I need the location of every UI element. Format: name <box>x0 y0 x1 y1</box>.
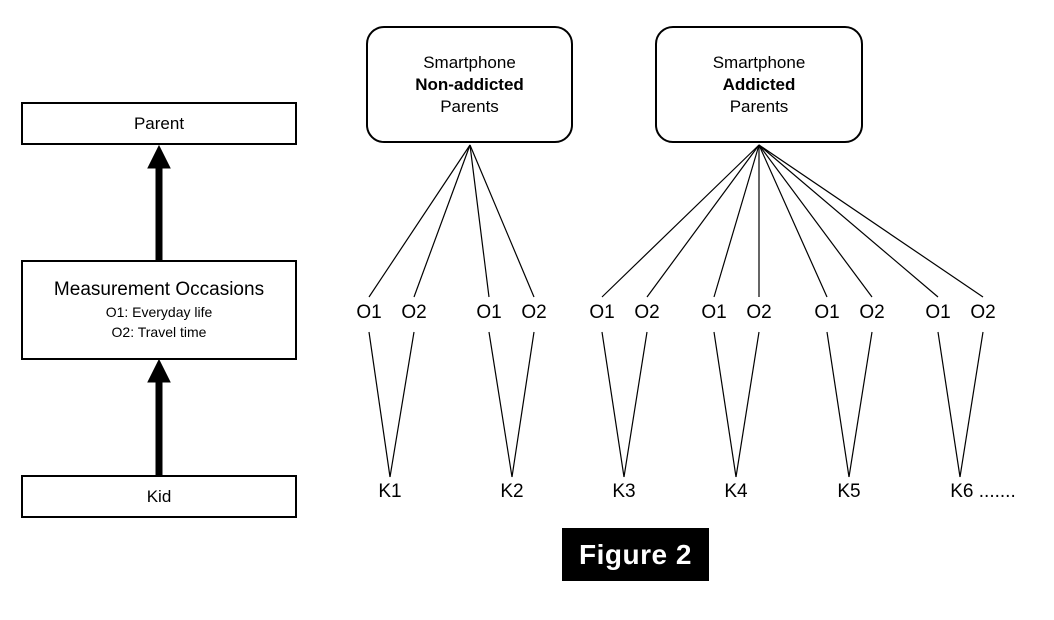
occasion-label-k3-o1: O1 <box>589 302 615 323</box>
occasion-label-k2-o2: O2 <box>521 302 547 323</box>
parent-box-label: Parent <box>133 113 185 133</box>
occasion-label-k6-o2: O2 <box>970 302 996 323</box>
occasion-label-k1-o1: O1 <box>356 302 382 323</box>
occasion-label-k3-o2: O2 <box>634 302 660 323</box>
figure-caption: Figure 2 <box>562 528 709 581</box>
kid-box: Kid <box>21 475 297 518</box>
occasion-label-k1-o2: O2 <box>401 302 427 323</box>
kid-label-k4: K4 <box>724 481 748 502</box>
group-title-line2: Addicted <box>722 74 796 94</box>
group-title-line1: Smartphone <box>712 52 806 72</box>
kid-label-k3: K3 <box>612 481 636 502</box>
kid-label-k1: K1 <box>378 481 402 502</box>
occasion-label-k4-o1: O1 <box>701 302 727 323</box>
measurement-box-line-o2: O2: Travel time <box>111 324 207 340</box>
figure-caption-text: Figure 2 <box>579 538 692 570</box>
kid-label-k2: K2 <box>500 481 524 502</box>
group-title-line3: Parents <box>729 96 789 116</box>
kid-label-k5: K5 <box>837 481 861 502</box>
group-box-addicted: Smartphone Addicted Parents <box>655 26 863 143</box>
occasion-to-kid-links <box>368 331 984 478</box>
occasion-label-k5-o1: O1 <box>814 302 840 323</box>
occasion-label-k2-o1: O1 <box>476 302 502 323</box>
occasion-label-k5-o2: O2 <box>859 302 885 323</box>
occasion-label-k4-o2: O2 <box>746 302 772 323</box>
fan-non-addicted <box>368 144 535 298</box>
measurement-occasions-box: Measurement Occasions O1: Everyday life … <box>21 260 297 360</box>
group-title-line1: Smartphone <box>423 52 516 72</box>
kid-box-label: Kid <box>146 486 172 506</box>
occasion-label-k6-o1: O1 <box>925 302 951 323</box>
group-title-line3: Parents <box>440 96 499 116</box>
parent-box: Parent <box>21 102 297 145</box>
kid-label-k6: K6 ....... <box>950 481 1016 502</box>
fan-addicted <box>601 144 984 298</box>
measurement-box-line-o1: O1: Everyday life <box>105 304 213 320</box>
group-box-non-addicted: Smartphone Non-addicted Parents <box>366 26 573 143</box>
measurement-box-title: Measurement Occasions <box>53 279 265 300</box>
group-title-line2: Non-addicted <box>415 74 524 94</box>
